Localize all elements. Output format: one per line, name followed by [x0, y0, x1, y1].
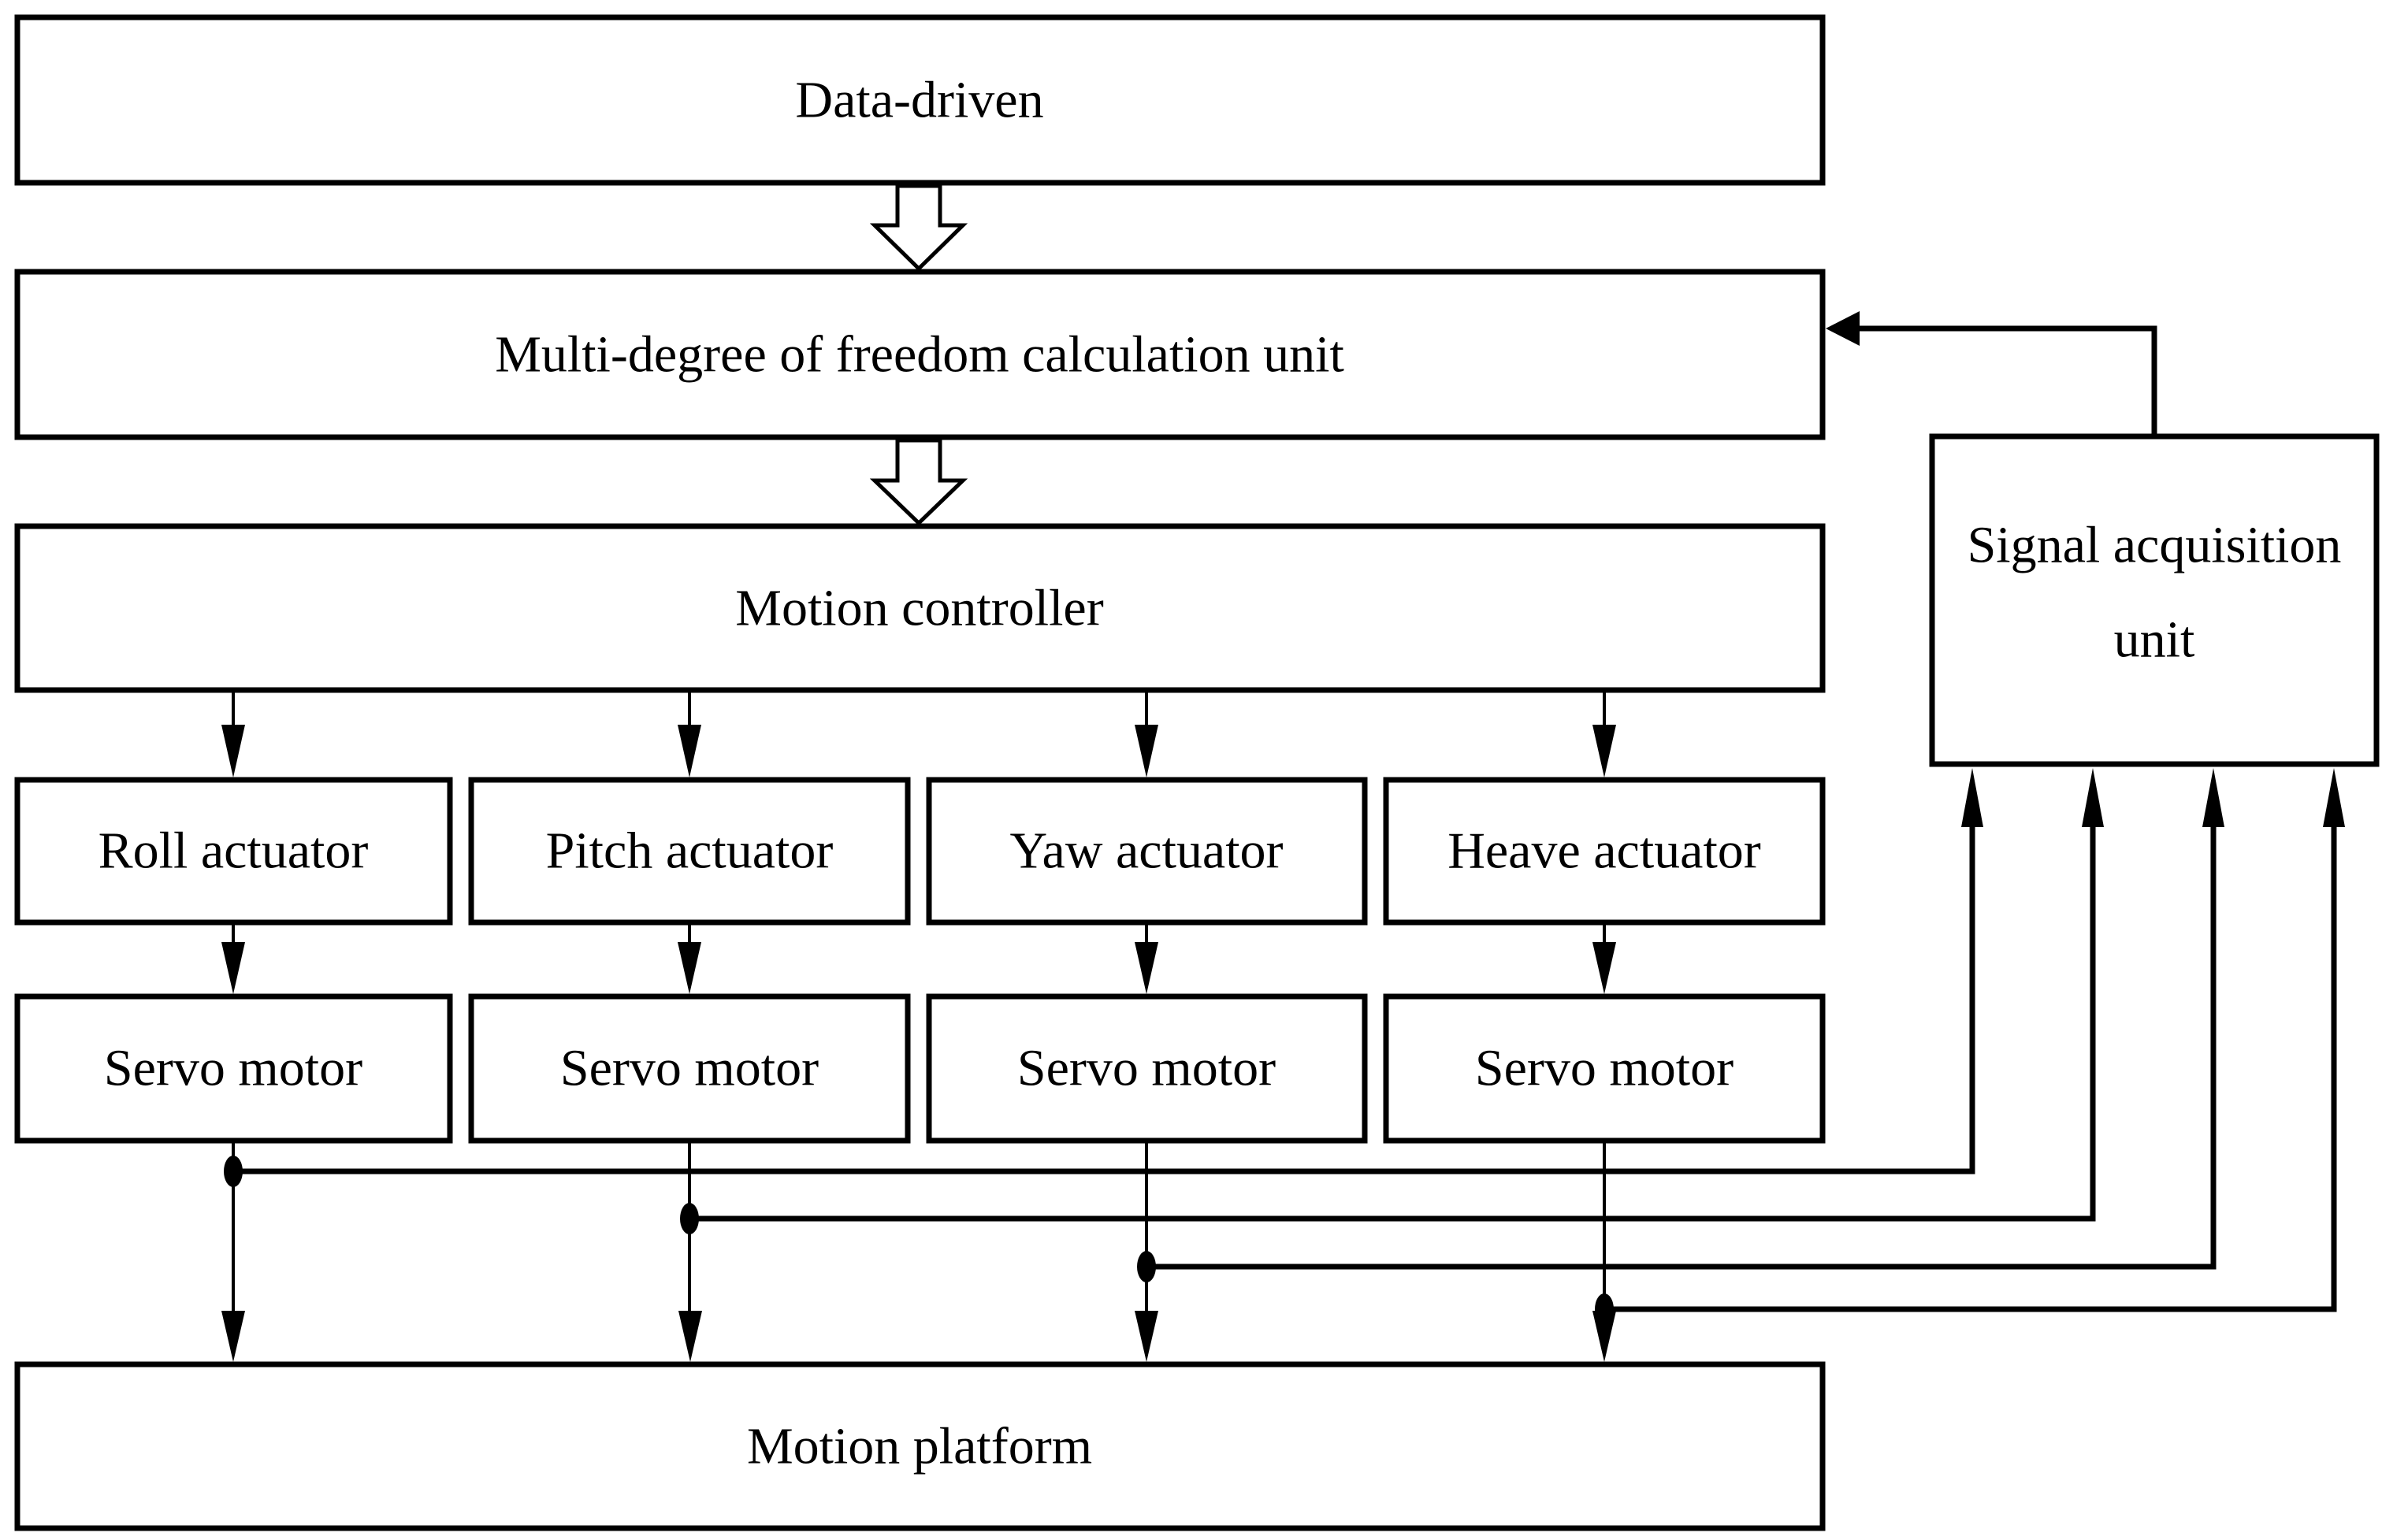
junction-dot-servo1	[224, 1156, 243, 1187]
servo-to-platform-arrowheads	[221, 1311, 1616, 1362]
motion-controller-box	[14, 523, 1826, 693]
actuator-to-servo-arrowheads	[221, 942, 1616, 994]
heave-actuator-box	[1383, 777, 1826, 926]
servo-motor-3-label: Servo motor	[1017, 1040, 1276, 1097]
controller-to-actuator-arrowheads	[221, 725, 1616, 777]
servo-motor-4-box	[1383, 993, 1826, 1144]
servo-motor-3-box	[926, 993, 1368, 1144]
servo-feedback-branch-lines	[233, 824, 2337, 1312]
actuator-to-servo-lines	[232, 925, 1606, 949]
data-driven-box	[14, 14, 1826, 186]
block-arrow-datadriven-to-mdof-icon	[869, 184, 968, 272]
branch-up-arrowheads	[1961, 768, 2345, 827]
servo-motor-2-label: Servo motor	[560, 1040, 819, 1097]
motion-platform-label: Motion platform	[747, 1418, 1092, 1475]
junction-dot-servo2	[680, 1203, 699, 1234]
controller-to-actuator-lines	[232, 692, 1606, 733]
heave-actuator-label: Heave actuator	[1447, 822, 1761, 880]
servo-motor-4-label: Servo motor	[1475, 1040, 1734, 1097]
data-driven-label: Data-driven	[795, 72, 1043, 129]
yaw-actuator-label: Yaw actuator	[1009, 822, 1283, 880]
branch-junction-dots	[224, 1156, 1614, 1325]
mdof-calculation-unit-box	[14, 269, 1826, 440]
sau-to-mdof-feedback-line	[1856, 325, 2157, 436]
servo-motor-2-box	[468, 993, 911, 1144]
motion-platform-box	[14, 1361, 1826, 1531]
junction-dot-servo4	[1595, 1293, 1614, 1325]
servo-motor-1-box	[14, 993, 453, 1144]
servo-motor-1-label: Servo motor	[104, 1040, 362, 1097]
signal-acquisition-unit-box	[1929, 433, 2380, 767]
signal-acquisition-label-line1: Signal acquisition	[1968, 517, 2342, 574]
motion-controller-label: Motion controller	[735, 580, 1103, 637]
junction-dot-servo3	[1137, 1251, 1156, 1282]
roll-actuator-box	[14, 777, 453, 926]
roll-actuator-label: Roll actuator	[98, 822, 369, 880]
sau-to-mdof-arrowhead	[1826, 311, 1860, 346]
pitch-actuator-label: Pitch actuator	[546, 822, 834, 880]
pitch-actuator-box	[468, 777, 911, 926]
block-arrow-mdof-to-controller-icon	[869, 438, 968, 526]
yaw-actuator-box	[926, 777, 1368, 926]
mdof-calculation-unit-label: Multi-degree of freedom calculation unit	[495, 326, 1344, 384]
signal-acquisition-label-line2: unit	[2114, 611, 2195, 669]
